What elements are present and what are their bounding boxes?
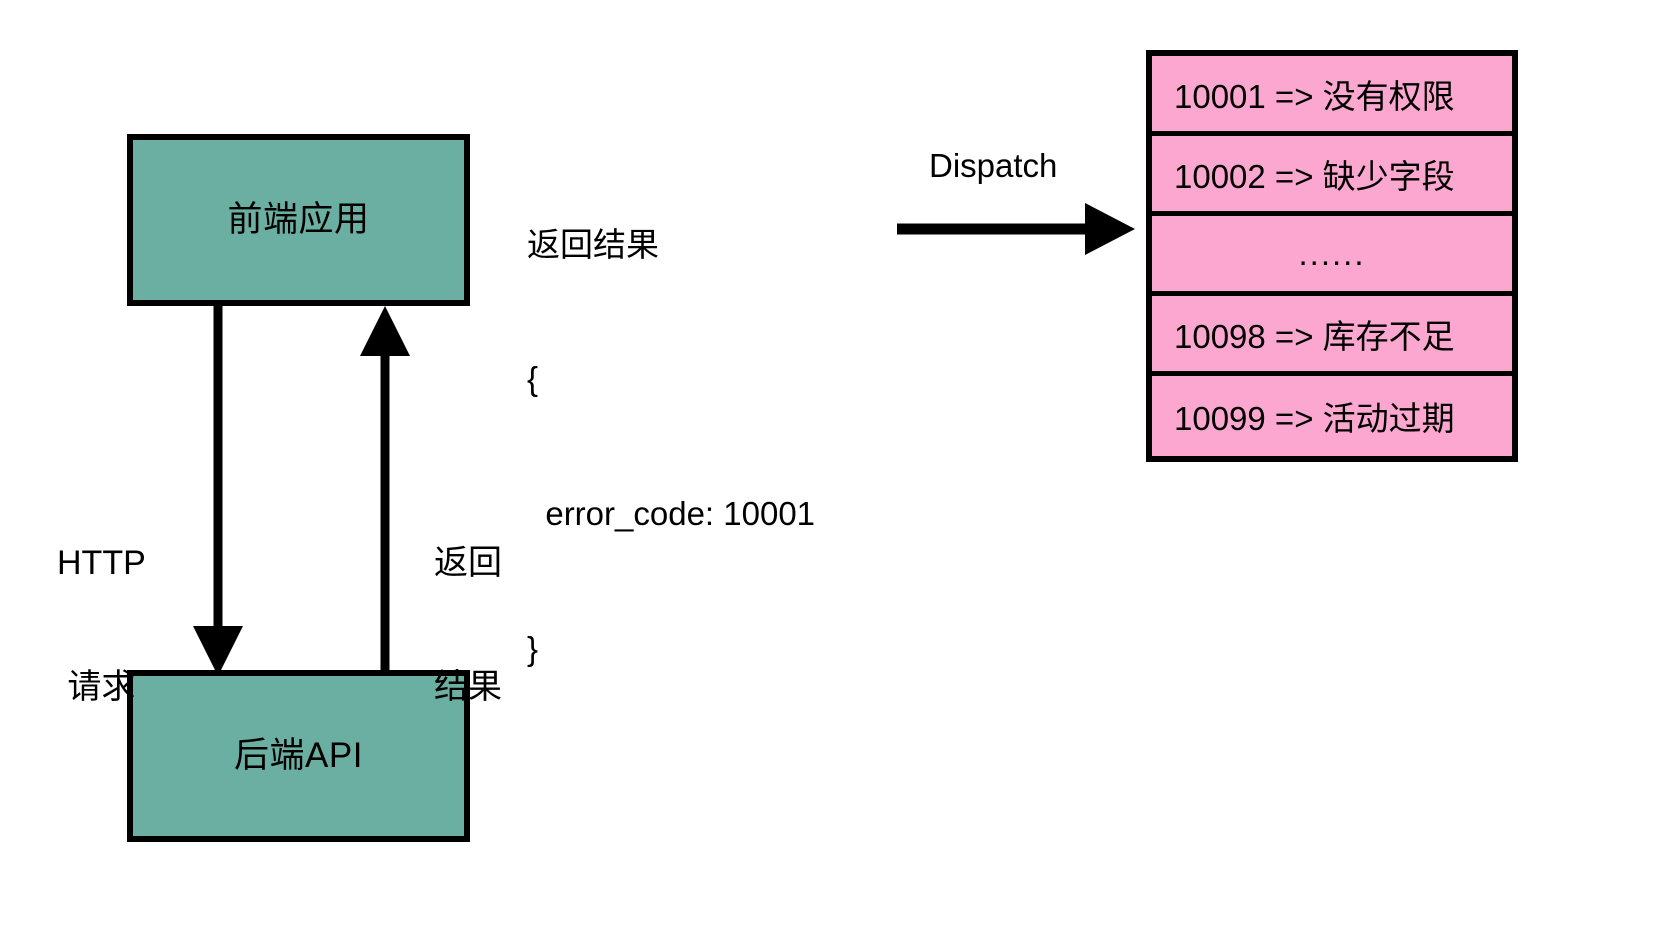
arrow-dispatch [897, 203, 1135, 255]
payload-annotation: 返回结果 { error_code: 10001 } [527, 133, 815, 761]
error-row-text: 10098 => 库存不足 [1174, 317, 1455, 355]
error-row-text: 10001 => 没有权限 [1174, 77, 1455, 115]
error-row-text: 10099 => 活动过期 [1174, 400, 1455, 437]
payload-error-code-field: error_code: 10001 [527, 495, 816, 532]
edge-label-http-request: HTTP 请求 [57, 460, 146, 792]
edge-label-http-request-line2: 请求 [67, 668, 136, 707]
table-row-ellipsis: ...... [1152, 216, 1512, 296]
edge-label-return-result-line1: 返回 [434, 543, 502, 582]
node-frontend-app-label: 前端应用 [227, 199, 370, 239]
payload-close-brace: } [527, 629, 539, 667]
payload-caption: 返回结果 [527, 225, 659, 263]
edge-label-dispatch: Dispatch [929, 147, 1058, 184]
arrow-backend-to-frontend [360, 306, 410, 670]
edge-label-return-result: 返回 结果 [434, 460, 502, 792]
table-row[interactable]: 10001 => 没有权限 [1152, 56, 1512, 136]
payload-open-brace: { [527, 360, 539, 398]
error-row-text: 10002 => 缺少字段 [1174, 157, 1455, 195]
table-row[interactable]: 10098 => 库存不足 [1152, 296, 1512, 376]
table-row[interactable]: 10099 => 活动过期 [1152, 376, 1512, 456]
node-backend-api-label: 后端API [234, 735, 363, 775]
arrow-frontend-to-backend [193, 306, 243, 676]
error-code-table: 10001 => 没有权限 10002 => 缺少字段 ...... 10098… [1146, 50, 1518, 462]
edge-label-http-request-line1: HTTP [57, 543, 146, 582]
node-frontend-app[interactable]: 前端应用 [127, 134, 470, 306]
edge-label-return-result-line2: 结果 [434, 668, 502, 707]
error-row-text: ...... [1298, 234, 1366, 272]
node-backend-api[interactable]: 后端API [127, 670, 470, 842]
table-row[interactable]: 10002 => 缺少字段 [1152, 136, 1512, 216]
